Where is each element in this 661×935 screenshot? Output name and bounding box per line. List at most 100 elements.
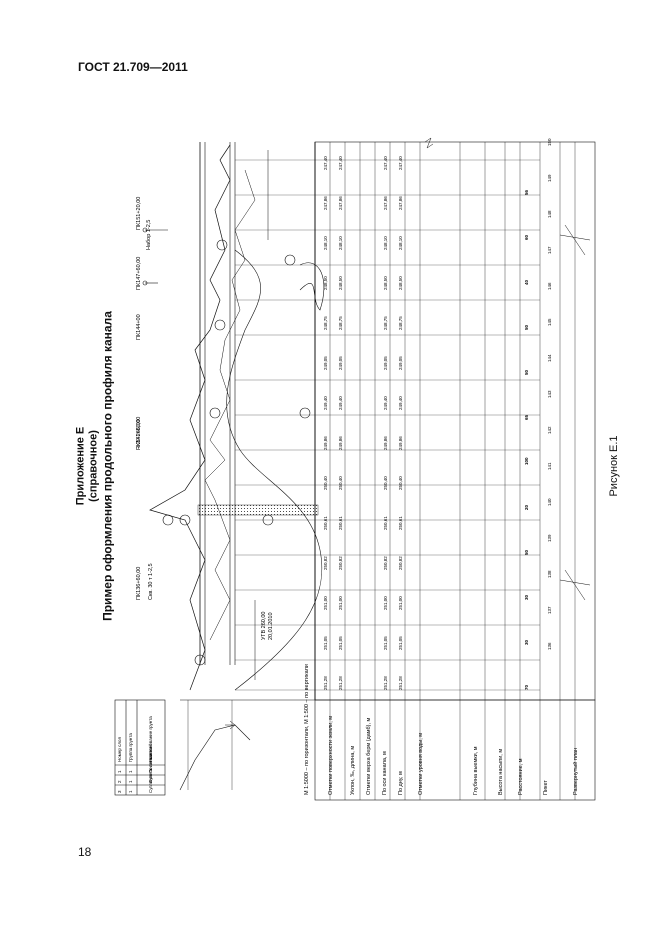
distance-value: 40 — [524, 279, 529, 285]
soil-legend-cell: 1 — [128, 790, 133, 793]
profile-table-frame — [314, 141, 596, 701]
elevation-value: 250,82 — [398, 556, 403, 570]
elevation-value: 249,40 — [323, 396, 328, 410]
elevation-value: 249,05 — [383, 356, 388, 370]
distance-value: 30 — [524, 639, 529, 645]
distance-value: 50 — [524, 369, 529, 375]
elevation-value: 247,40 — [398, 156, 403, 170]
elevation-value: 251,28 — [398, 676, 403, 690]
elevation-value: 250,61 — [338, 516, 343, 530]
soil-legend-header: Наименование грунта — [148, 716, 153, 762]
elevation-value: 249,05 — [398, 356, 403, 370]
picket-value: 149 — [547, 174, 552, 182]
distance-value: 70 — [524, 684, 529, 690]
elevation-value: 247,40 — [338, 156, 343, 170]
layer-boundary-line — [226, 249, 323, 691]
elevation-value: 249,86 — [338, 436, 343, 450]
soil-legend-header: Группа грунта — [128, 733, 133, 762]
station-label: ПК141+60,00 — [136, 417, 142, 450]
soil-legend-cell: Песок мелкий — [147, 744, 153, 773]
soil-legend-cell: 2 — [117, 780, 122, 783]
distance-value: 100 — [524, 457, 529, 465]
scale-note: М 1:5000 – по горизонтали, М 1:500 – по … — [304, 664, 310, 795]
left-table-row-label: Отметки поверхности земли, м — [328, 716, 334, 795]
page-number: 18 — [78, 845, 92, 859]
elevation-value: 249,40 — [383, 396, 388, 410]
elevation-value: 248,10 — [398, 236, 403, 250]
ground-line — [149, 144, 231, 691]
elevation-value: 251,28 — [323, 676, 328, 690]
distance-value: 20 — [524, 504, 529, 510]
elevation-value: 251,00 — [323, 596, 328, 610]
cross-section-sketch — [179, 724, 251, 791]
elevation-value: 250,40 — [323, 476, 328, 490]
distance-value: 56 — [524, 189, 529, 195]
left-table-row-label: Отметки уровня воды, м — [418, 733, 424, 795]
elevation-value: 250,40 — [398, 476, 403, 490]
elevation-value: 249,86 — [398, 436, 403, 450]
distance-value: 65 — [524, 414, 529, 420]
picket-value: 139 — [547, 534, 552, 542]
document-code: ГОСТ 21.709—2011 — [78, 60, 188, 74]
station-label: ПК136+60,00 — [136, 567, 142, 600]
left-table-row-label: Отметки верха берм (дамб), м — [366, 717, 372, 795]
elevation-value: 248,10 — [323, 236, 328, 250]
soil-legend-header: Номер слоя — [117, 736, 122, 762]
picket-value: 146 — [547, 282, 552, 290]
elevation-value: 250,40 — [338, 476, 343, 490]
left-table-row-label: Глубина выемки, м — [473, 746, 479, 795]
elevation-value: 247,86 — [383, 196, 388, 210]
elevation-value: 251,05 — [338, 636, 343, 650]
elevation-value: 251,28 — [338, 676, 343, 690]
picket-value: 143 — [547, 390, 552, 398]
picket-value: 145 — [547, 318, 552, 326]
picket-value: 144 — [547, 354, 552, 362]
elevation-value: 251,00 — [398, 596, 403, 610]
elevation-value: 249,86 — [323, 436, 328, 450]
elevation-value: 250,61 — [398, 516, 403, 530]
soil-legend-cell: Суглинок — [148, 774, 153, 793]
elevation-value: 251,05 — [383, 636, 388, 650]
elevation-value: 250,61 — [383, 516, 388, 530]
left-table-row-label: Высота насыпи, м — [498, 749, 504, 795]
distance-value: 30 — [524, 594, 529, 600]
profile-mark-label: УГВ 260,00 — [261, 612, 267, 641]
picket-value: 141 — [547, 462, 552, 470]
elevation-value: 250,61 — [323, 516, 328, 530]
distance-value: 50 — [524, 324, 529, 330]
profile-mark-label: Скв. 30 т 1-2,5 — [148, 563, 154, 600]
elevation-value: 249,40 — [338, 396, 343, 410]
elevation-value: 248,10 — [383, 236, 388, 250]
station-label: ПК144+00 — [136, 314, 142, 340]
soil-legend-table — [114, 699, 166, 796]
picket-value: 137 — [547, 606, 552, 614]
elevation-value: 249,86 — [383, 436, 388, 450]
elevation-value: 251,05 — [398, 636, 403, 650]
elevation-value: 248,75 — [383, 316, 388, 330]
elevation-value: 250,40 — [383, 476, 388, 490]
elevation-value: 248,75 — [323, 316, 328, 330]
elevation-value: 248,75 — [338, 316, 343, 330]
soil-legend-cell: 1 — [117, 770, 122, 773]
left-table-row-label: Уклон, ‰, длина, м — [350, 746, 356, 795]
picket-value: 136 — [547, 642, 552, 650]
elevation-value: 248,50 — [398, 276, 403, 290]
elevation-value: 247,86 — [398, 196, 403, 210]
elevation-value: 247,40 — [323, 156, 328, 170]
picket-value: 140 — [547, 498, 552, 506]
station-label: ПК151+20,00 — [136, 197, 142, 230]
soil-hatch-strip — [197, 504, 319, 516]
left-table-row-label: Пикет — [543, 780, 549, 795]
elevation-value: 251,00 — [383, 596, 388, 610]
distance-value: 60 — [524, 234, 529, 240]
picket-value: 138 — [547, 570, 552, 578]
distance-value: 50 — [524, 549, 529, 555]
elevation-value: 248,10 — [338, 236, 343, 250]
picket-value: 150 — [547, 138, 552, 146]
profile-mark-label: Набор 1-2,5 — [146, 220, 152, 250]
elevation-value: 249,40 — [398, 396, 403, 410]
elevation-value: 251,05 — [323, 636, 328, 650]
profile-mark-label: Rr20-266,00 — [136, 419, 142, 450]
